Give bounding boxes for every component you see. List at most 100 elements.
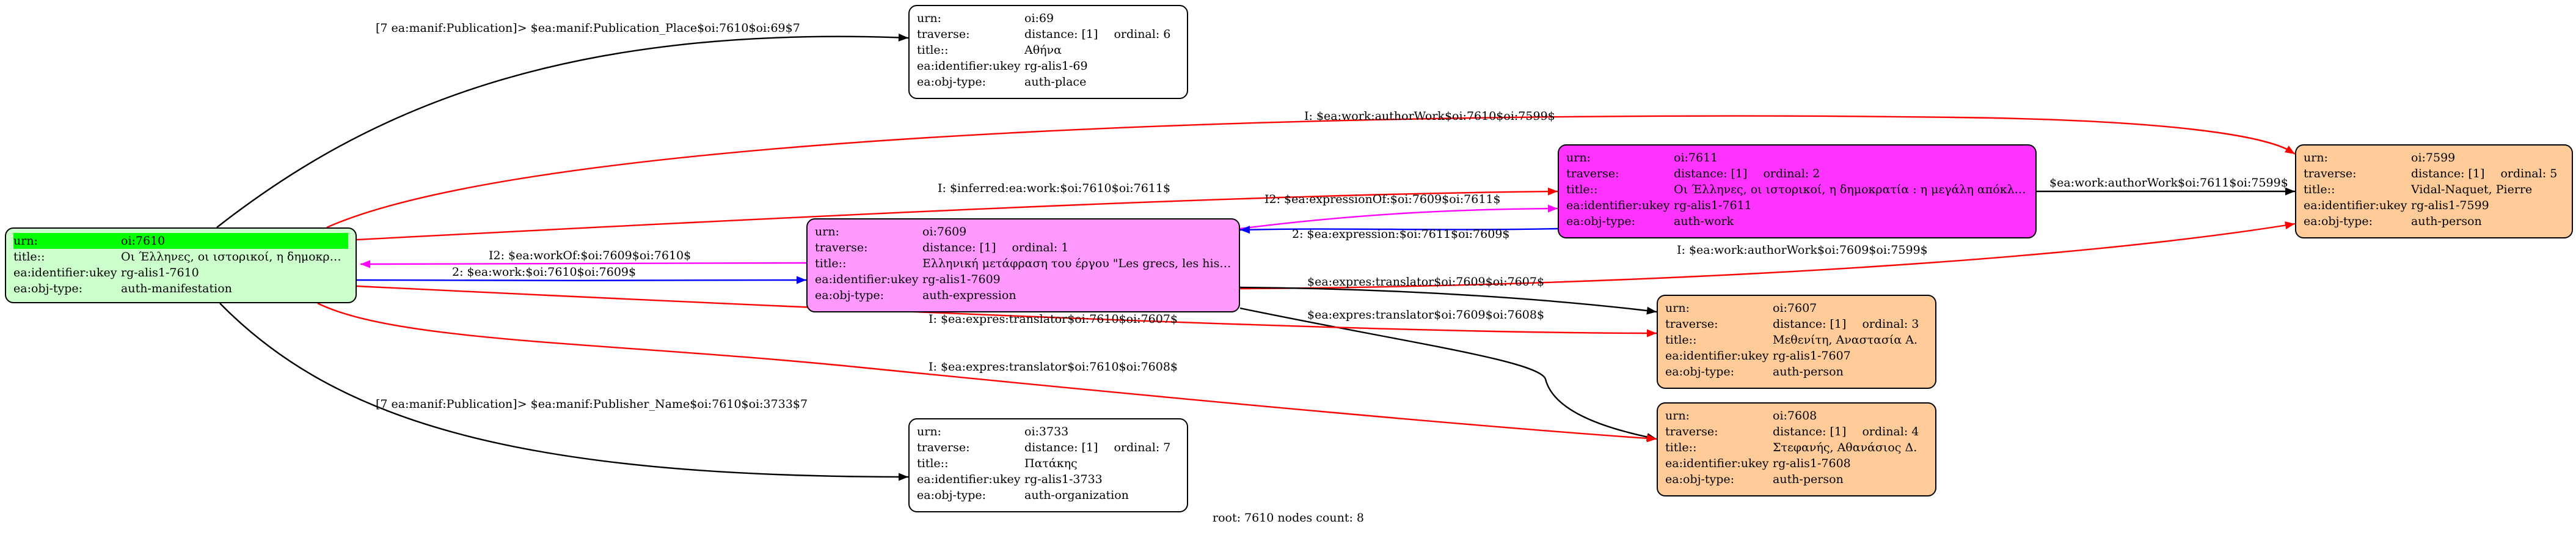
edge-e13: [317, 302, 1657, 440]
node-row: ea:identifier:ukey rg-alis1-7608: [1665, 456, 1928, 471]
node-field-value: rg-alis1-7599: [2411, 199, 2489, 212]
node-row: title::Ελληνική μετάφραση του έργου "Les…: [815, 256, 1231, 271]
traverse-distance: distance: [1]: [2411, 167, 2485, 180]
node-field-key: urn:: [1665, 409, 1690, 422]
edge-arrowhead-e10: [1646, 306, 1657, 315]
node-field-key: urn:: [2304, 151, 2328, 164]
edge-arrowhead-e8: [2285, 187, 2295, 196]
edge-arrowhead-e9: [2285, 221, 2295, 229]
node-field-key: ea:obj-type:: [1665, 473, 1735, 486]
node-field-key: title::: [1665, 333, 1697, 347]
traverse-ordinal: ordinal: 7: [1114, 441, 1171, 454]
node-field-value: Στεφανής, Αθανάσιος Δ.: [1773, 441, 1917, 454]
node-field-value: auth-manifestation: [121, 282, 232, 295]
edge-arrowhead-e4: [360, 260, 371, 268]
node-row: ea:obj-type:auth-place: [917, 74, 1180, 90]
node-field-value: Μεθενίτη, Αναστασία Α.: [1773, 333, 1918, 347]
node-field-key: title::: [917, 457, 949, 470]
edge-e1: [216, 35, 909, 228]
node-field-value: auth-person: [1773, 473, 1844, 486]
node-field-value: rg-alis1-7610: [121, 266, 199, 279]
node-field-value: distance: [1]ordinal: 5: [2411, 166, 2564, 182]
edge-arrowhead-e3: [1547, 187, 1558, 196]
edge-label: I: $ea:work:authorWork$oi:7609$oi:7599$: [1677, 243, 1928, 257]
node-field-key: ea:identifier:ukey: [13, 266, 117, 279]
node-oi7609[interactable]: urn: oi:7609 traverse: distance: [1] ordinal…: [806, 218, 1240, 312]
node-field-value: distance: [1]ordinal: 4: [1773, 424, 1928, 440]
edge-arrowhead-e7: [1240, 226, 1250, 234]
edge-label: I: $ea:expres:translator$oi:7610$oi:7607…: [929, 312, 1178, 326]
edge-e6: [1239, 207, 1558, 230]
edge-arrowhead-e5: [796, 276, 806, 284]
node-row: urn:oi:7610: [13, 233, 348, 249]
node-field-value: oi:7607: [1773, 301, 1817, 315]
traverse-distance: distance: [1]: [922, 241, 996, 254]
node-oi7608[interactable]: urn: oi:7608 traverse: distance: [1]ordinal…: [1657, 402, 1936, 496]
node-field-key: traverse:: [1566, 167, 1619, 180]
node-field-value: Ελληνική μετάφραση του έργου "Les grecs,…: [922, 257, 1231, 270]
edge-e7: [1239, 227, 1558, 231]
node-row: urn:oi:7599: [2304, 150, 2564, 166]
edge-arrowhead-e14: [898, 473, 908, 481]
edge-e11: [1239, 307, 1657, 440]
node-field-value: oi:7611: [1674, 151, 1718, 164]
node-field-key: ea:obj-type:: [2304, 215, 2373, 228]
node-row: traverse:distance: [1]ordinal: 6: [917, 26, 1180, 42]
node-row: traverse: distance: [1] ordinal: 1: [815, 240, 1231, 256]
node-field-value: auth-person: [1773, 365, 1844, 378]
node-field-value: distance: [1] ordinal: 7: [1024, 440, 1180, 456]
edge-e2: [326, 115, 2296, 229]
node-field-key: title::: [1665, 441, 1697, 454]
node-field-value: auth-place: [1024, 75, 1087, 89]
edge-label: 2: $ea:expression:$oi:7611$oi:7609$: [1292, 227, 1510, 241]
node-field-value: oi:7608: [1773, 409, 1817, 422]
node-row: title::Μεθενίτη, Αναστασία Α.: [1665, 332, 1928, 348]
node-field-value: Πατάκης: [1024, 457, 1078, 470]
edge-label: I2: $ea:workOf:$oi:7609$oi:7610$: [489, 249, 691, 262]
node-field-value: rg-alis1-7609: [922, 273, 1001, 286]
node-row: traverse:distance: [1]ordinal: 2: [1566, 166, 2028, 182]
node-field-key: traverse:: [815, 241, 868, 254]
traverse-distance: distance: [1]: [1024, 28, 1098, 41]
node-field-key: traverse:: [917, 28, 970, 41]
node-field-value: oi:3733: [1024, 425, 1069, 438]
node-row: title::Στεφανής, Αθανάσιος Δ.: [1665, 440, 1928, 456]
edge-label: $ea:expres:translator$oi:7609$oi:7608$: [1307, 308, 1544, 322]
node-row: ea:obj-type:auth-person: [2304, 213, 2564, 229]
node-field-value: auth-organization: [1024, 489, 1129, 502]
node-row: ea:identifier:ukey rg-alis1-7610: [13, 265, 348, 281]
node-field-key: title::: [917, 43, 949, 57]
traverse-ordinal: ordinal: 2: [1763, 167, 1820, 180]
node-row: traverse: distance: [1]ordinal: 4: [1665, 424, 1928, 440]
node-field-key: ea:identifier:ukey: [2304, 199, 2407, 212]
node-row: urn: oi:7609: [815, 224, 1231, 240]
traverse-ordinal: ordinal: 3: [1862, 317, 1919, 331]
edge-e14: [219, 303, 909, 478]
node-field-value: auth-expression: [922, 289, 1016, 302]
edge-e4: [360, 262, 807, 265]
traverse-ordinal: ordinal: 1: [1012, 241, 1069, 254]
node-field-value: rg-alis1-7608: [1773, 457, 1851, 470]
edge-label: $ea:expres:translator$oi:7609$oi:7607$: [1307, 275, 1544, 289]
node-field-key: urn:: [917, 12, 941, 25]
node-field-key: ea:obj-type:: [815, 289, 885, 302]
traverse-distance: distance: [1]: [1024, 441, 1098, 454]
node-field-key: ea:identifier:ukey: [1665, 457, 1769, 470]
node-field-value: oi:7609: [922, 225, 967, 238]
node-field-value: auth-work: [1674, 215, 1734, 228]
node-row: title::Αθήνα: [917, 42, 1180, 58]
node-field-value: rg-alis1-7607: [1773, 349, 1851, 363]
node-field-key: urn:: [917, 425, 941, 438]
node-field-key: traverse:: [1665, 425, 1718, 438]
node-field-value: rg-alis1-69: [1024, 59, 1088, 73]
node-field-key: urn:: [815, 225, 839, 238]
